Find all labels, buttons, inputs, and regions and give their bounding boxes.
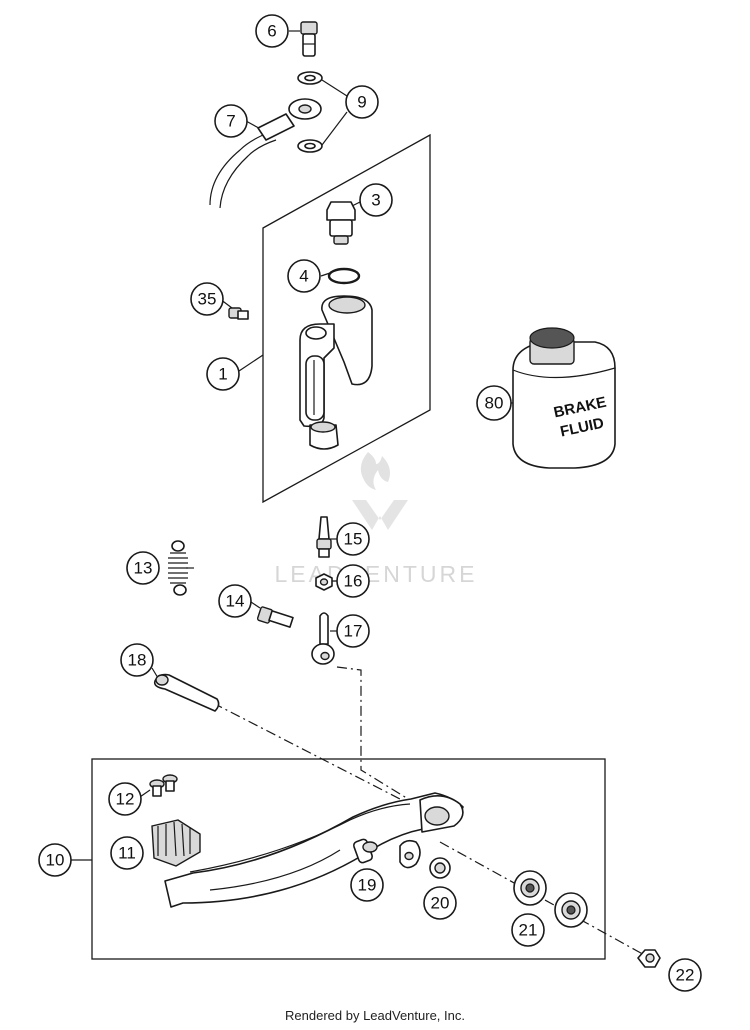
svg-text:13: 13 [134,559,153,578]
svg-text:18: 18 [128,651,147,670]
leader-lines [71,30,517,861]
callout-16: 16 [336,564,370,598]
callout-17: 17 [336,614,370,648]
callout-9: 9 [345,85,379,119]
callout-11: 11 [110,836,144,870]
footer-credit: Rendered by LeadVenture, Inc. [285,1008,465,1023]
o-ring [327,267,361,285]
callout-12: 12 [108,782,142,816]
callout-15: 15 [336,522,370,556]
svg-text:22: 22 [676,966,695,985]
callout-18: 18 [120,643,154,677]
svg-text:19: 19 [358,876,377,895]
brake-pedal [164,792,464,908]
brake-fluid-bottle: BRAKE FLUID [512,327,616,469]
callout-13: 13 [126,551,160,585]
bushing [429,857,451,879]
svg-text:6: 6 [267,22,276,41]
svg-text:1: 1 [218,365,227,384]
svg-text:9: 9 [357,93,366,112]
svg-text:12: 12 [116,790,135,809]
bearings [513,870,588,928]
callout-19: 19 [350,868,384,902]
pivot-bolt [256,606,294,628]
callout-1: 1 [206,357,240,391]
pedal-bolt [352,838,378,864]
svg-text:20: 20 [431,894,450,913]
callout-35: 35 [190,282,224,316]
svg-text:14: 14 [226,592,245,611]
svg-text:17: 17 [344,622,363,641]
svg-text:15: 15 [344,530,363,549]
callout-20: 20 [423,886,457,920]
callout-22: 22 [668,958,702,992]
callout-4: 4 [287,259,321,293]
svg-text:7: 7 [226,112,235,131]
callout-10: 10 [38,843,72,877]
svg-text:80: 80 [485,394,504,413]
push-rod [316,516,332,558]
callout-3: 3 [359,183,393,217]
brake-pedal-frame [91,758,606,960]
svg-text:11: 11 [118,844,136,863]
master-cylinder [299,295,373,450]
svg-text:10: 10 [46,851,65,870]
pedal-shaft [153,673,220,712]
pivot-nut [637,949,661,968]
mounting-screw [228,307,249,320]
callout-7: 7 [214,104,248,138]
footrest-screws [149,774,178,797]
callout-80: 80 [476,385,512,421]
svg-text:35: 35 [198,290,217,309]
svg-text:21: 21 [519,921,538,940]
assembly-axes [212,666,649,958]
callout-14: 14 [218,584,252,618]
banjo-bolt [300,21,318,57]
return-spring [168,540,188,596]
watermark: LEADVENTURE [275,452,478,587]
svg-text:4: 4 [299,267,308,286]
sealing-washers [297,71,323,153]
svg-text:16: 16 [344,572,363,591]
pedal-tip [151,819,201,867]
brake-hose [209,98,322,209]
watermark-text: LEADVENTURE [275,561,478,587]
svg-text:3: 3 [371,191,380,210]
master-cylinder-frame [262,133,431,504]
callout-21: 21 [511,913,545,947]
callout-6: 6 [255,14,289,48]
reservoir-connector [326,201,356,245]
hex-nut [315,573,333,591]
clevis [311,612,335,665]
